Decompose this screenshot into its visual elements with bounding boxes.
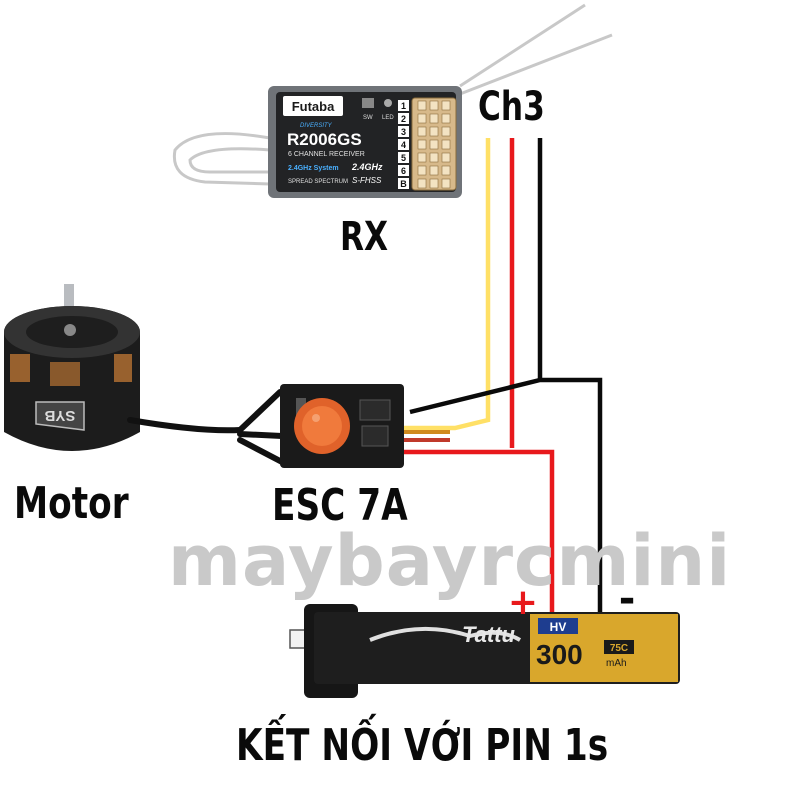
receiver-protocol: S-FHSS (352, 176, 382, 185)
channel-pin (417, 152, 427, 163)
channel-number: 4 (401, 140, 406, 150)
channel-pin (417, 139, 427, 150)
receiver-sw-label: SW (363, 115, 373, 121)
channel-pin (441, 152, 451, 163)
channel-pin (429, 178, 439, 189)
channel-pin (429, 126, 439, 137)
receiver-spread: SPREAD SPECTRUM (288, 179, 348, 185)
channel-number-box (398, 126, 409, 137)
channel-number-box (398, 100, 409, 111)
channel-pin (429, 139, 439, 150)
channel-pin (417, 113, 427, 124)
receiver-subtitle: 6 CHANNEL RECEIVER (288, 151, 365, 158)
channel-pin (417, 178, 427, 189)
watermark: maybayrcmini (168, 520, 732, 602)
motor-brand: SYB (44, 407, 75, 424)
channel-number-box (398, 178, 409, 189)
receiver-diversity: DIVERSITY (300, 123, 333, 129)
polarity-markers: + - (508, 576, 635, 623)
minus-sign: - (619, 576, 636, 622)
ch3-label: Ch3 (478, 84, 545, 130)
rx-label: RX (340, 214, 389, 260)
battery: Tattu HV 300 75C mAh (289, 604, 680, 698)
channel-number: 1 (401, 101, 406, 111)
channel-number: 3 (401, 127, 406, 137)
channel-pin (417, 165, 427, 176)
channel-pin (429, 165, 439, 176)
connection-caption: KẾT NỐI VỚI PIN 1s (236, 720, 609, 771)
esc-negative-wire (409, 377, 603, 612)
antenna-wires (172, 3, 613, 186)
receiver: Futaba SW LED DIVERSITY R2006GS 6 CHANNE… (268, 86, 462, 198)
channel-pin (441, 100, 451, 111)
motor-cables (127, 389, 285, 465)
esc-label: ESC 7A (272, 480, 408, 531)
channel-number-box (398, 165, 409, 176)
channel-number-box (398, 152, 409, 163)
channel-number: B (400, 179, 407, 189)
receiver-freq: 2.4GHz (351, 162, 383, 172)
signal-wire (404, 138, 491, 431)
motor: SYB (4, 284, 140, 451)
channel-numbers: 1 2 3 4 5 6B (398, 100, 409, 189)
channel-pin-header (417, 100, 451, 189)
plus-sign: + (508, 582, 538, 623)
channel-number-box (398, 113, 409, 124)
channel-pin (441, 178, 451, 189)
channel-pin (441, 165, 451, 176)
channel-number: 5 (401, 153, 406, 163)
channel-number-box (398, 139, 409, 150)
receiver-led-label: LED (382, 115, 394, 121)
channel-pin (429, 152, 439, 163)
receiver-model: R2006GS (287, 130, 362, 149)
channel-pin (429, 100, 439, 111)
battery-unit: mAh (606, 658, 627, 669)
channel-number: 2 (401, 114, 406, 124)
esc-positive-wire (400, 449, 555, 612)
wires (400, 138, 603, 612)
channel-pin (441, 126, 451, 137)
receiver-brand: Futaba (292, 99, 335, 114)
channel-pin (429, 113, 439, 124)
channel-pin (417, 126, 427, 137)
channel-pin (417, 100, 427, 111)
battery-brand: Tattu (462, 622, 516, 647)
channel-pin (441, 139, 451, 150)
motor-label: Motor (14, 478, 129, 529)
channel-number: 6 (401, 166, 406, 176)
battery-c-rating: 75C (610, 643, 628, 654)
receiver-band: 2.4GHz System (288, 165, 339, 172)
battery-hv: HV (550, 620, 567, 634)
channel-pin (441, 113, 451, 124)
battery-capacity: 300 (536, 639, 583, 670)
esc (280, 384, 404, 468)
